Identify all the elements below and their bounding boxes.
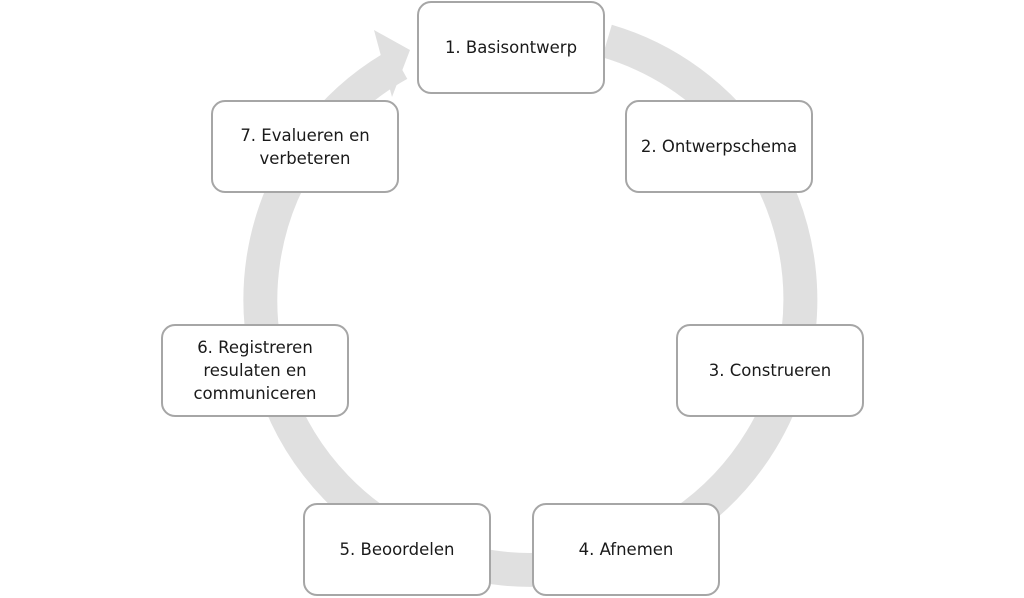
step-label-7: 7. Evalueren en verbeteren — [240, 125, 370, 168]
step-label-6: 6. Registreren resulaten en communiceren — [193, 338, 317, 403]
step-label-4: 4. Afnemen — [578, 540, 674, 559]
step-box-1: 1. Basisontwerp — [417, 1, 605, 94]
step-box-7: 7. Evalueren en verbeteren — [211, 100, 399, 193]
step-box-6: 6. Registreren resulaten en communiceren — [161, 324, 349, 417]
step-label-1: 1. Basisontwerp — [444, 38, 578, 57]
cycle-arrowhead — [374, 30, 410, 97]
step-box-4: 4. Afnemen — [532, 503, 720, 596]
step-box-5: 5. Beoordelen — [303, 503, 491, 596]
step-label-5: 5. Beoordelen — [339, 540, 455, 559]
step-box-2: 2. Ontwerpschema — [625, 100, 813, 193]
step-label-3: 3. Construeren — [708, 361, 832, 380]
step-label-2: 2. Ontwerpschema — [640, 137, 798, 156]
step-box-3: 3. Construeren — [676, 324, 864, 417]
